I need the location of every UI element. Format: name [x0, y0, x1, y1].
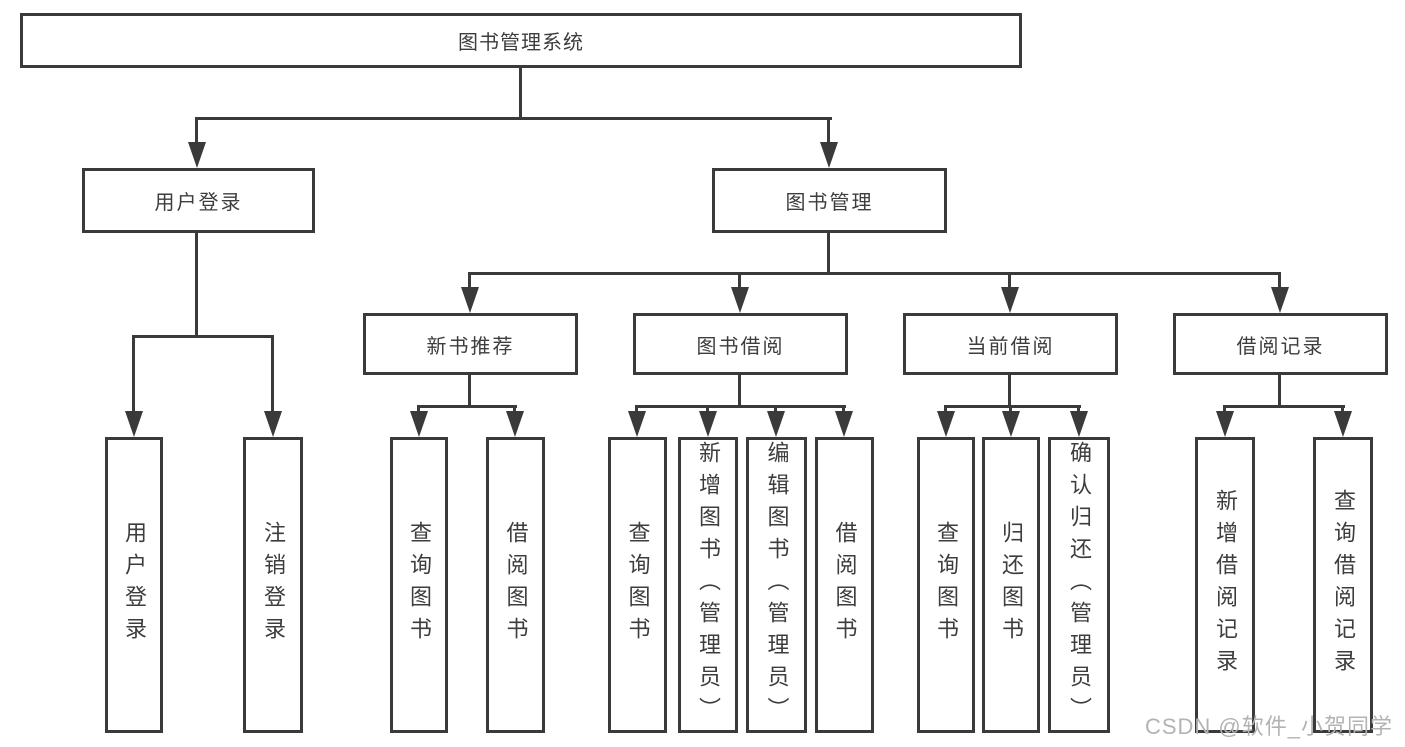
node-leaf-add-borrow-record: 新增借阅记录 [1195, 437, 1255, 733]
arrowhead-down-icon [731, 287, 749, 313]
node-leaf-edit-book-admin-label: 编辑图书（管理员） [764, 441, 790, 729]
node-leaf-borrow-book-1: 借阅图书 [486, 437, 545, 733]
connector-group3-bar [635, 405, 846, 408]
arrowhead-down-icon [125, 411, 143, 437]
node-leaf-query-borrow-record-label: 查询借阅记录 [1331, 489, 1356, 681]
connector-arrow-stem-user-login [195, 117, 198, 153]
connector-group1-bar [132, 335, 274, 338]
node-leaf-edit-book-admin: 编辑图书（管理员） [746, 437, 807, 733]
node-current-borrow-label: 当前借阅 [966, 335, 1055, 358]
connector-book-borrow-stem [738, 375, 741, 408]
connector-arrow-stem-current-borrow [1008, 272, 1011, 297]
node-leaf-user-login-label: 用户登录 [122, 521, 147, 649]
node-user-login: 用户登录 [82, 168, 315, 233]
node-leaf-add-book-admin: 新增图书（管理员） [678, 437, 738, 733]
arrowhead-down-icon [767, 411, 785, 437]
node-leaf-borrow-book-2-label: 借阅图书 [832, 521, 858, 649]
arrowhead-down-icon [188, 142, 206, 168]
connector-group5-bar [1223, 405, 1345, 408]
arrowhead-down-icon [1216, 411, 1234, 437]
arrowhead-down-icon [1070, 411, 1088, 437]
node-leaf-query-book-3: 查询图书 [917, 437, 975, 733]
arrowhead-down-icon [1271, 287, 1289, 313]
node-leaf-add-borrow-record-label: 新增借阅记录 [1213, 489, 1238, 681]
node-leaf-query-book-3-label: 查询图书 [934, 521, 959, 649]
connector-new-book-stem [468, 375, 471, 408]
connector-arrow-stem-new-book [468, 272, 471, 297]
node-book-management: 图书管理 [712, 168, 947, 233]
node-leaf-logout: 注销登录 [243, 437, 303, 733]
node-new-book-recommend: 新书推荐 [363, 313, 578, 375]
node-leaf-confirm-return-admin-label: 确认归还（管理员） [1067, 441, 1092, 729]
connector-group4-bar [944, 405, 1081, 408]
node-root-label: 图书管理系统 [458, 32, 584, 54]
arrowhead-down-icon [461, 287, 479, 313]
node-leaf-user-login: 用户登录 [105, 437, 163, 733]
connector-arrow-stem-book-mgmt [827, 117, 830, 153]
connector-book-mgmt-stem [827, 233, 830, 275]
connector-arrow-stem-leaf-134 [132, 335, 135, 425]
node-new-book-recommend-label: 新书推荐 [426, 335, 515, 358]
node-leaf-add-book-admin-label: 新增图书（管理员） [696, 441, 721, 729]
arrowhead-down-icon [1001, 287, 1019, 313]
node-book-borrow: 图书借阅 [633, 313, 848, 375]
connector-user-login-stem [195, 233, 198, 338]
node-borrow-record: 借阅记录 [1173, 313, 1388, 375]
node-book-management-label: 图书管理 [785, 192, 874, 214]
node-leaf-borrow-book-2: 借阅图书 [815, 437, 874, 733]
node-leaf-query-book-1-label: 查询图书 [407, 521, 432, 649]
node-leaf-query-borrow-record: 查询借阅记录 [1313, 437, 1373, 733]
arrowhead-down-icon [1002, 411, 1020, 437]
connector-root-stem [519, 68, 522, 120]
node-leaf-query-book-2-label: 查询图书 [625, 521, 651, 649]
node-borrow-record-label: 借阅记录 [1236, 335, 1325, 358]
node-leaf-query-book-1: 查询图书 [390, 437, 448, 733]
node-leaf-confirm-return-admin: 确认归还（管理员） [1048, 437, 1110, 733]
arrowhead-down-icon [1334, 411, 1352, 437]
arrowhead-down-icon [506, 411, 524, 437]
arrowhead-down-icon [628, 411, 646, 437]
connector-current-borrow-stem [1008, 375, 1011, 408]
arrowhead-down-icon [937, 411, 955, 437]
arrowhead-down-icon [410, 411, 428, 437]
connector-borrow-record-stem [1278, 375, 1281, 408]
node-user-login-label: 用户登录 [154, 192, 243, 214]
node-leaf-logout-label: 注销登录 [261, 521, 286, 649]
arrowhead-down-icon [699, 411, 717, 437]
connector-arrow-stem-book-borrow [738, 272, 741, 297]
node-leaf-return-book-label: 归还图书 [999, 521, 1024, 649]
node-book-borrow-label: 图书借阅 [696, 335, 785, 358]
node-root: 图书管理系统 [20, 13, 1022, 68]
arrowhead-down-icon [264, 411, 282, 437]
node-leaf-query-book-2: 查询图书 [608, 437, 667, 733]
connector-arrow-stem-leaf-273 [271, 335, 274, 425]
connector-level3-bar [468, 272, 1281, 275]
arrowhead-down-icon [835, 411, 853, 437]
node-leaf-borrow-book-1-label: 借阅图书 [503, 521, 529, 649]
connector-level2-bar [195, 117, 832, 120]
csdn-watermark: CSDN @软件_小贺同学 [1144, 714, 1393, 739]
node-current-borrow: 当前借阅 [903, 313, 1118, 375]
arrowhead-down-icon [820, 142, 838, 168]
connector-arrow-stem-borrow-record [1278, 272, 1281, 297]
connector-group2-bar [417, 405, 517, 408]
node-leaf-return-book: 归还图书 [982, 437, 1040, 733]
